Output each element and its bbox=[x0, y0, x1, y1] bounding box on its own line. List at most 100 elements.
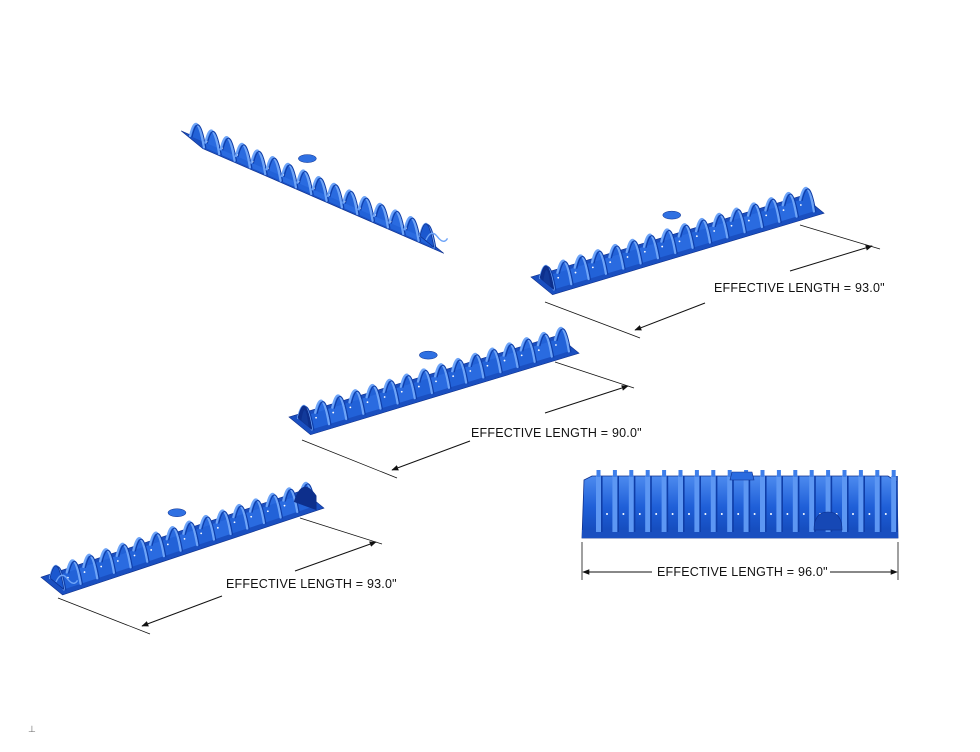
vent-dot bbox=[216, 526, 219, 529]
side-rib bbox=[628, 476, 634, 532]
vent-dot bbox=[655, 513, 658, 515]
side-rib bbox=[645, 476, 651, 532]
chamber-closed-end bbox=[181, 122, 449, 254]
vent-dot bbox=[786, 513, 789, 515]
inlet-stub bbox=[293, 486, 317, 511]
vent-dot bbox=[747, 219, 750, 222]
dimension-start-label: EFFECTIVE LENGTH = 93.0" bbox=[714, 281, 885, 295]
vent-dot bbox=[366, 401, 369, 404]
vent-dot bbox=[606, 513, 608, 515]
side-rib bbox=[858, 476, 864, 532]
chamber-start bbox=[530, 186, 825, 296]
chamber-middle bbox=[288, 326, 580, 436]
side-rib bbox=[678, 476, 683, 532]
vent-dot bbox=[688, 513, 690, 515]
inspection-port bbox=[298, 154, 317, 163]
vent-dot bbox=[671, 513, 674, 515]
vent-dot bbox=[609, 261, 612, 264]
corner-mark: ⊥ bbox=[28, 724, 36, 734]
vent-dot bbox=[100, 565, 103, 568]
side-rib bbox=[825, 476, 831, 532]
vent-dot bbox=[537, 349, 540, 352]
side-rib bbox=[661, 476, 667, 532]
vent-dot bbox=[200, 532, 203, 535]
vent-dot bbox=[452, 375, 455, 378]
side-rib bbox=[743, 476, 749, 532]
vent-dot bbox=[713, 230, 716, 232]
vent-dot bbox=[737, 513, 740, 515]
vent-dot bbox=[233, 521, 236, 524]
vent-dot bbox=[383, 396, 386, 398]
side-rib bbox=[776, 476, 782, 532]
side-rib bbox=[891, 476, 897, 532]
vent-dot bbox=[802, 513, 805, 515]
vent-dot bbox=[770, 513, 772, 515]
vent-dot bbox=[852, 513, 854, 515]
vent-dot bbox=[332, 411, 335, 414]
vent-dot bbox=[150, 549, 153, 551]
vent-dot bbox=[574, 271, 577, 274]
vent-dot bbox=[591, 266, 594, 269]
side-rib bbox=[792, 476, 798, 532]
vent-dot bbox=[183, 537, 186, 540]
dimension-side-label: EFFECTIVE LENGTH = 96.0" bbox=[657, 565, 828, 579]
dimension-end-label: EFFECTIVE LENGTH = 93.0" bbox=[226, 577, 397, 591]
dimension-side: EFFECTIVE LENGTH = 96.0" bbox=[581, 542, 899, 580]
side-rib bbox=[596, 476, 601, 532]
vent-dot bbox=[720, 513, 723, 515]
vent-dot bbox=[704, 513, 707, 515]
vent-dot bbox=[469, 370, 472, 372]
vent-dot bbox=[868, 513, 871, 515]
side-rib bbox=[612, 476, 618, 532]
vent-dot bbox=[782, 209, 785, 212]
vent-dot bbox=[643, 250, 646, 253]
vent-dot bbox=[730, 224, 733, 227]
vent-dot bbox=[400, 390, 403, 393]
vent-dot bbox=[555, 344, 557, 346]
vent-dot bbox=[901, 513, 904, 515]
vent-dot bbox=[116, 560, 119, 562]
vent-dot bbox=[678, 240, 681, 243]
vent-dot bbox=[283, 504, 286, 507]
side-rib bbox=[694, 476, 700, 532]
vent-dot bbox=[435, 380, 437, 383]
side-rib bbox=[760, 476, 765, 532]
vent-dot bbox=[638, 513, 641, 515]
vent-dot bbox=[417, 385, 420, 388]
vent-dot bbox=[315, 416, 317, 419]
side-rib bbox=[727, 476, 733, 532]
side-rib bbox=[842, 476, 847, 532]
vent-dot bbox=[133, 554, 136, 557]
vent-dot bbox=[557, 276, 560, 279]
chamber-side bbox=[581, 470, 904, 539]
inspection-port bbox=[662, 210, 682, 220]
vent-dot bbox=[626, 256, 629, 258]
vent-dot bbox=[520, 354, 523, 357]
side-rib bbox=[710, 476, 716, 532]
vent-dot bbox=[622, 513, 625, 515]
inspection-port bbox=[167, 508, 187, 517]
vent-dot bbox=[799, 204, 802, 206]
vent-dot bbox=[661, 245, 664, 248]
vent-dot bbox=[250, 515, 253, 518]
vent-dot bbox=[349, 406, 352, 409]
vent-dot bbox=[266, 510, 269, 513]
chamber-end bbox=[40, 481, 325, 596]
vent-dot bbox=[486, 364, 489, 367]
dimension-middle-label: EFFECTIVE LENGTH = 90.0" bbox=[471, 426, 642, 440]
side-rib bbox=[874, 476, 880, 532]
vent-dot bbox=[884, 513, 887, 515]
vent-dot bbox=[753, 513, 756, 515]
dimension-middle: EFFECTIVE LENGTH = 90.0" bbox=[301, 361, 642, 479]
dimension-end: EFFECTIVE LENGTH = 93.0" bbox=[57, 517, 397, 635]
vent-dot bbox=[695, 235, 698, 238]
vent-dot bbox=[503, 359, 506, 362]
vent-dot bbox=[166, 543, 169, 546]
vent-dot bbox=[765, 214, 768, 217]
side-rib bbox=[809, 476, 815, 532]
dimension-start: EFFECTIVE LENGTH = 93.0" bbox=[544, 224, 885, 339]
inspection-port bbox=[419, 350, 438, 360]
vent-dot bbox=[83, 571, 86, 573]
